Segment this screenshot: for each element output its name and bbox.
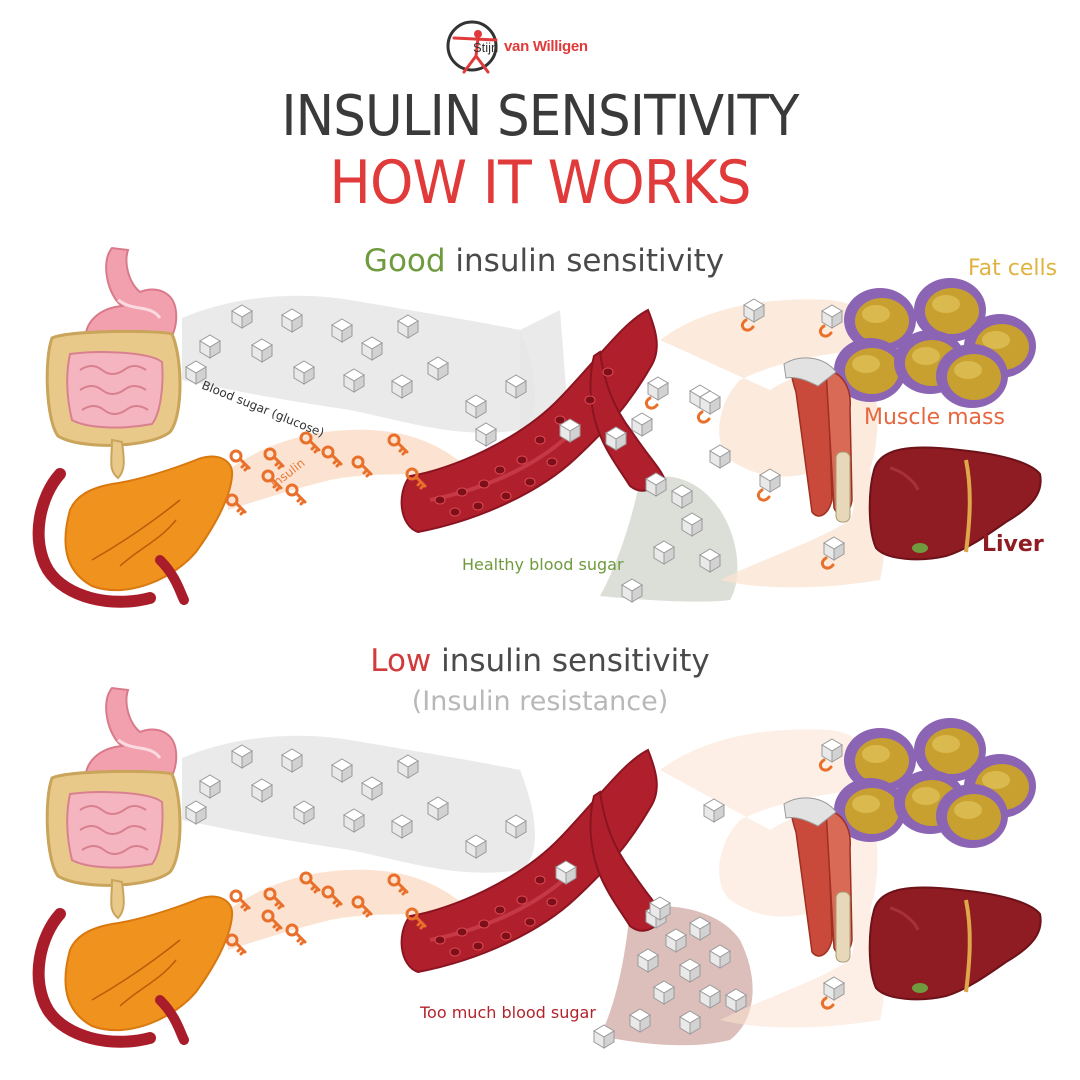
- liver-icon: [867, 885, 1043, 1002]
- glucose-flow-band: [182, 735, 535, 873]
- excess-sugar-pool: [600, 906, 753, 1046]
- insulin-resistance-subtitle: (Insulin resistance): [411, 686, 669, 717]
- fat-cells-label: Fat cells: [968, 256, 1058, 281]
- brand-first-name: Stijn: [473, 40, 499, 55]
- vessel-cells: [434, 867, 576, 957]
- vessel-cells: [434, 367, 614, 517]
- good-section-heading: Good insulin sensitivity: [4, 243, 1080, 279]
- glucose-flow-band: [182, 295, 535, 433]
- good-heading-rest: insulin sensitivity: [445, 243, 725, 279]
- fat-cell-icon: [834, 278, 1036, 408]
- low-keyword: Low: [370, 643, 432, 679]
- uptake-flow-band: [660, 729, 885, 1028]
- healthy-sugar-pool: [600, 476, 738, 602]
- logo-emblem: [446, 20, 498, 74]
- pancreas-icon: [39, 897, 233, 1042]
- low-heading-rest: insulin sensitivity: [431, 643, 710, 679]
- intestine-icon: [45, 329, 182, 480]
- pancreas-icon: [39, 457, 233, 602]
- brand-last-name: van Willigen: [504, 38, 588, 55]
- too-much-blood-sugar-label: Too much blood sugar: [420, 1003, 596, 1022]
- healthy-blood-sugar-label: Healthy blood sugar: [462, 555, 624, 574]
- low-sensitivity-group: [39, 686, 1043, 1049]
- main-subtitle: HOW IT WORKS: [329, 148, 751, 218]
- main-title: INSULIN SENSITIVITY: [281, 84, 799, 149]
- fat-cell-icon: [834, 718, 1036, 848]
- liver-label: Liver: [982, 532, 1044, 557]
- good-keyword: Good: [363, 243, 446, 279]
- brand-logo: Stijn van Willigen: [452, 16, 632, 76]
- low-section-heading: Low insulin sensitivity: [0, 643, 1080, 679]
- intestine-icon: [45, 769, 182, 920]
- muscle-mass-label: Muscle mass: [864, 405, 1005, 430]
